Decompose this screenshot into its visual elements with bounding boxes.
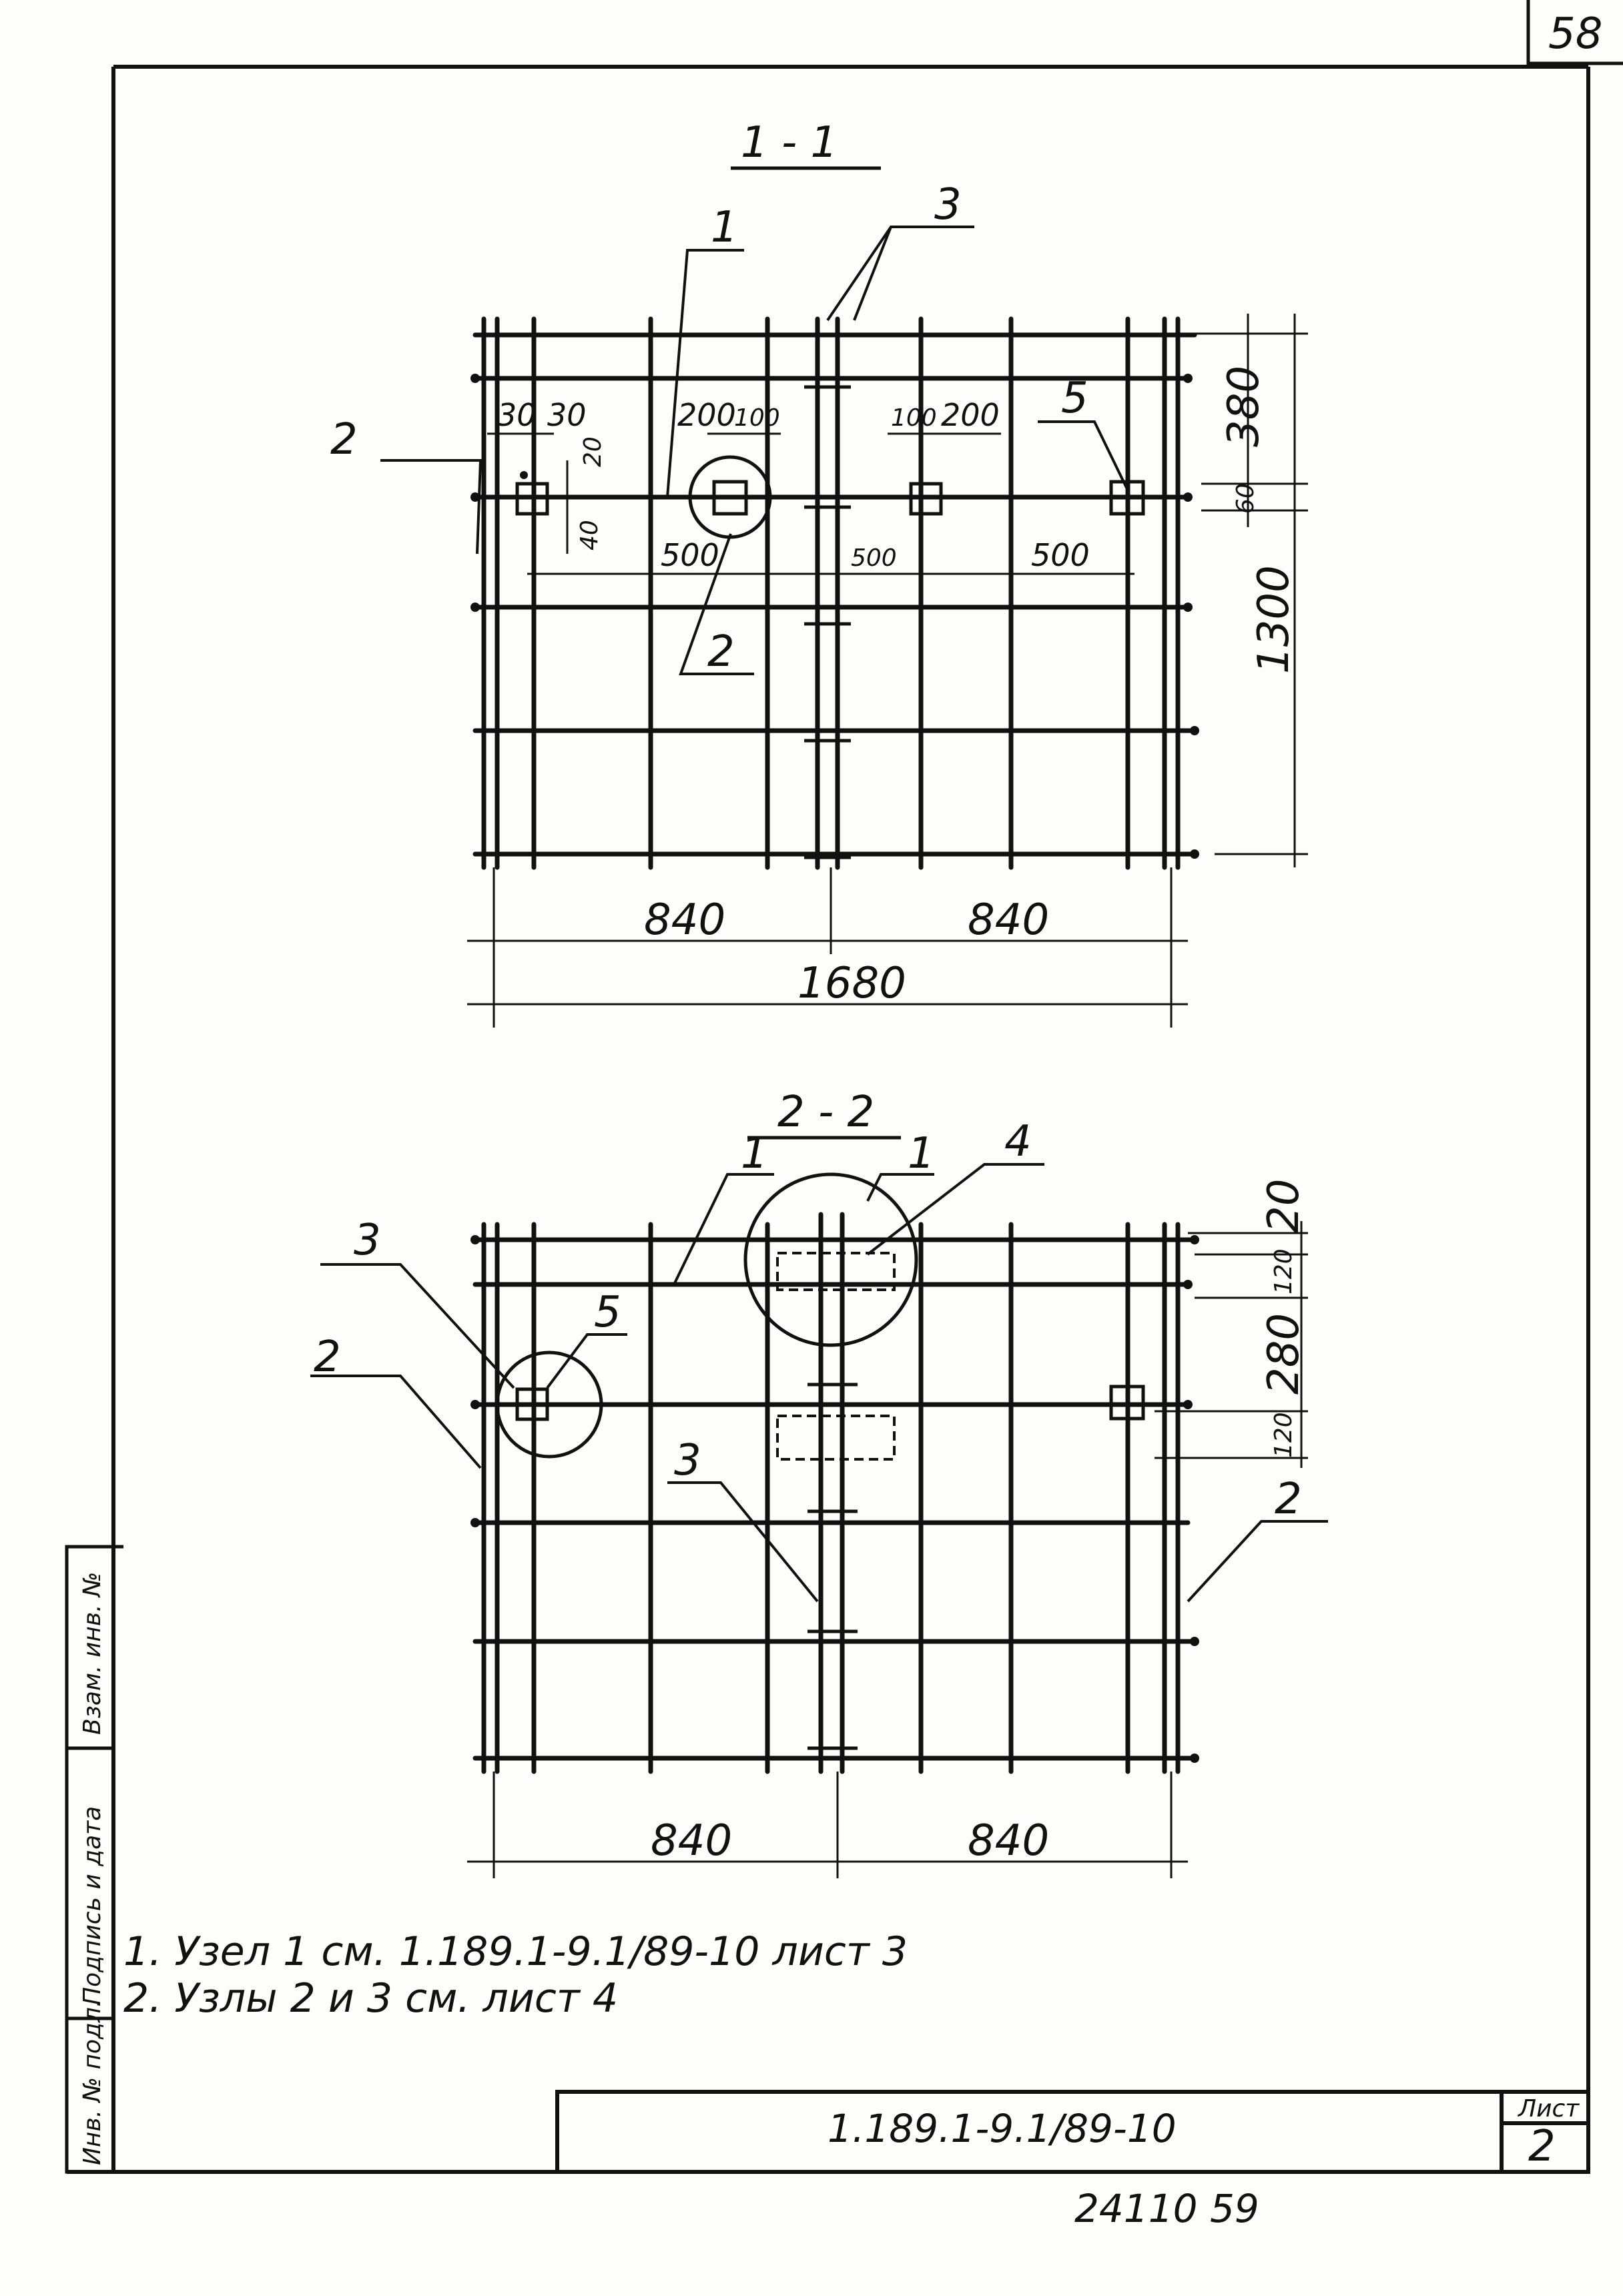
note-2: 2. Узлы 2 и 3 см. лист 4	[123, 1975, 618, 2022]
title-block: 1.189.1-9.1/89-10 Лист 2	[555, 2090, 1590, 2174]
dim-1-1-1680: 1680	[797, 959, 906, 1008]
dim-1-1-30a: 30	[497, 397, 537, 433]
callout-2-2-3a: 3	[354, 1216, 381, 1265]
dim-1-1-200b: 200	[941, 397, 1000, 433]
dim-1-1-840a: 840	[644, 895, 725, 945]
dim-1-1-100a: 100	[734, 404, 780, 432]
dim-2-2-120b: 120	[1270, 1412, 1297, 1458]
stamp-cell-original-inv: Инв. № подл.	[79, 2000, 106, 2165]
dim-1-1-30b: 30	[547, 397, 587, 433]
side-stamp: Взам. инв. № Подпись и дата Инв. № подл.	[65, 1545, 123, 2174]
dim-1-1-200a: 200	[677, 397, 736, 433]
dim-1-1-40: 40	[576, 520, 603, 550]
callout-2-2-4: 4	[1004, 1117, 1032, 1166]
callout-2-2-2b: 2	[1275, 1475, 1302, 1524]
callout-2-2-2a: 2	[314, 1332, 341, 1382]
dim-1-1-20: 20	[579, 436, 607, 467]
dim-1-1-500b: 500	[851, 544, 897, 572]
dim-1-1-60: 60	[1232, 483, 1259, 514]
callout-1-1-5: 5	[1061, 374, 1088, 423]
callout-2-2-1a: 1	[741, 1129, 768, 1178]
callout-2-2-3b: 3	[674, 1436, 701, 1485]
dim-2-2-840a: 840	[651, 1816, 732, 1866]
dim-1-1-840b: 840	[968, 895, 1049, 945]
section-2-2-plates	[495, 1172, 1145, 1459]
section-1-1-leaders	[380, 226, 1129, 675]
stamp-cell-signature-date: Подпись и дата	[79, 1806, 106, 2005]
section-2-2-rebar-grid	[472, 1212, 1197, 1774]
callout-1-1-1: 1	[711, 203, 738, 252]
section-2-2-title: 2 - 2	[777, 1088, 874, 1137]
section-2-2-bar-clips	[807, 1383, 858, 1750]
dim-1-1-100b: 100	[891, 404, 937, 432]
callout-2-2-1b: 1	[908, 1129, 935, 1178]
section-1-1-title: 1 - 1	[741, 118, 838, 167]
dim-2-2-280: 280	[1259, 1313, 1309, 1395]
sheet-number: 2	[1528, 2122, 1556, 2171]
section-1-1-bar-clips	[804, 385, 851, 859]
dim-1-1-500a: 500	[661, 537, 719, 573]
dim-1-1-380: 380	[1219, 366, 1269, 447]
section-1-1-bar-ends	[470, 374, 1199, 859]
bottom-number: 24110 59	[1074, 2186, 1259, 2231]
callout-1-1-3: 3	[934, 180, 962, 230]
dim-2-2-840b: 840	[968, 1816, 1049, 1866]
section-1-1-dim-lines	[467, 314, 1308, 1028]
callout-1-1-2b: 2	[707, 627, 735, 677]
section-1-1: 1 - 1	[330, 118, 1308, 1028]
page-number: 58	[1548, 9, 1602, 59]
sheet-label: Лист	[1517, 2095, 1580, 2123]
callout-2-2-5: 5	[594, 1288, 621, 1337]
dim-2-2-20: 20	[1259, 1179, 1309, 1233]
note-1: 1. Узел 1 см. 1.189.1-9.1/89-10 лист 3	[123, 1928, 908, 1975]
dim-1-1-500c: 500	[1031, 537, 1090, 573]
section-2-2-leaders	[310, 1163, 1328, 1603]
doc-code: 1.189.1-9.1/89-10	[828, 2106, 1177, 2151]
section-2-2-bar-ends	[470, 1235, 1199, 1763]
section-2-2-splice-plates	[776, 1252, 896, 1461]
section-2-2-dim-lines	[467, 1221, 1308, 1878]
dim-1-1-1300: 1300	[1249, 565, 1299, 674]
callout-1-1-2a: 2	[330, 415, 358, 464]
section-2-2: 2 - 2	[310, 1088, 1328, 1878]
dim-2-2-120a: 120	[1270, 1248, 1297, 1294]
notes: 1. Узел 1 см. 1.189.1-9.1/89-10 лист 3 2…	[123, 1928, 908, 2022]
section-1-1-rebar-grid	[472, 316, 1197, 870]
page-number-box: 58	[1526, 0, 1623, 65]
stamp-cell-replace-inv: Взам. инв. №	[79, 1572, 106, 1735]
